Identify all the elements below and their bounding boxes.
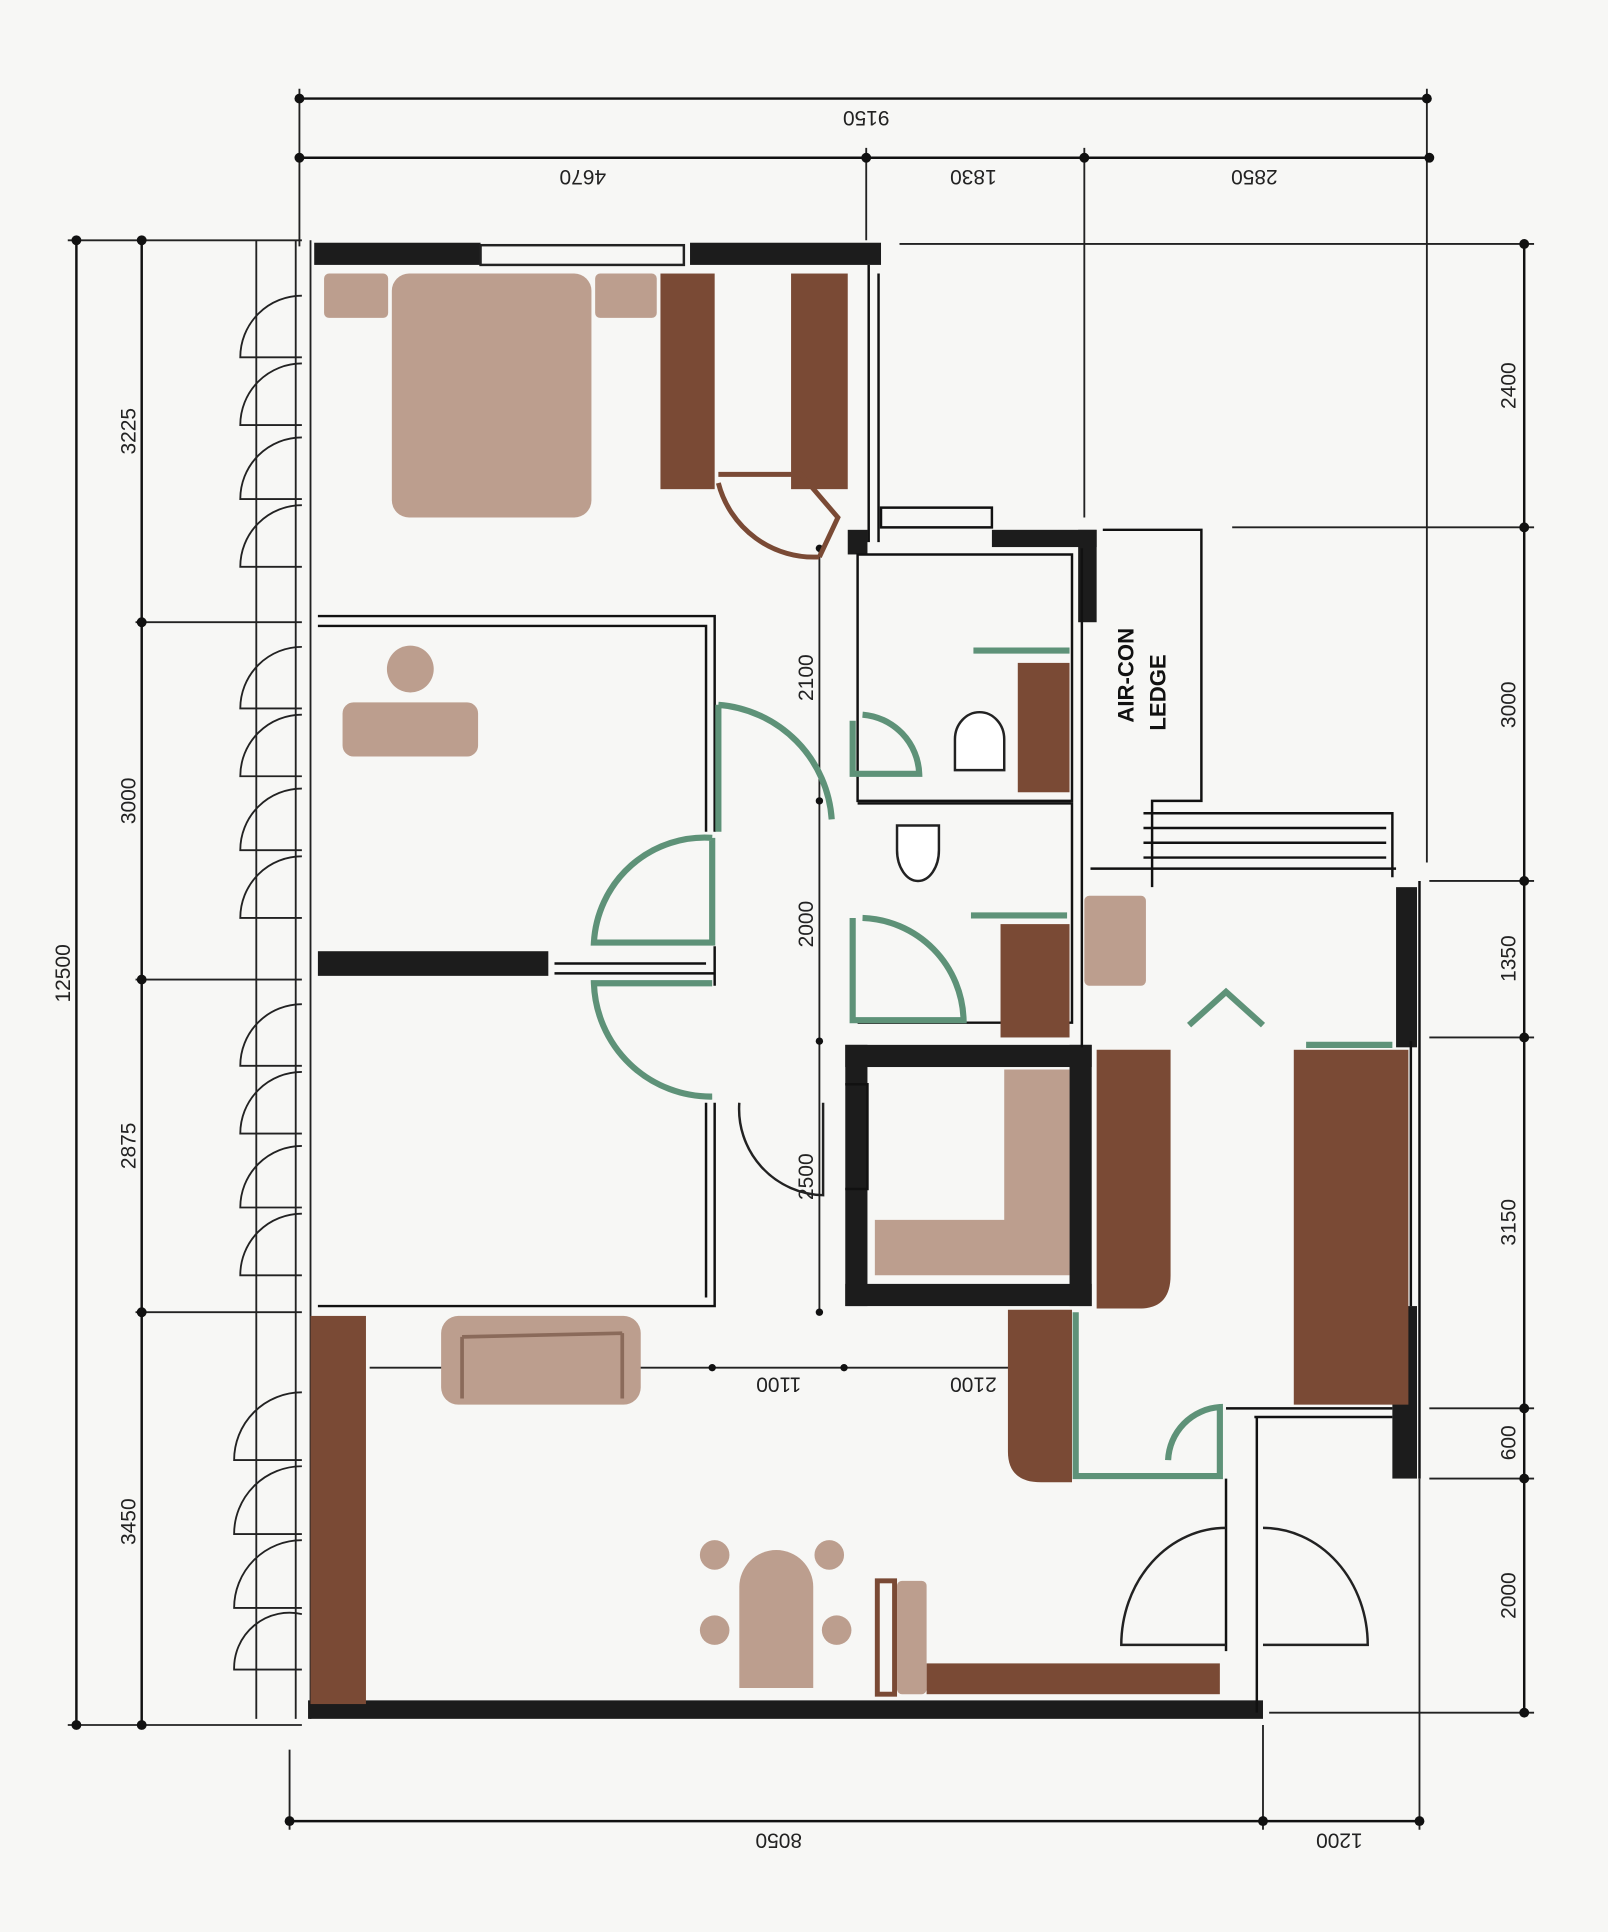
dim-bottom-2: 1200 <box>1316 1828 1363 1851</box>
dim-right-1: 2400 <box>1498 362 1521 409</box>
side-unit <box>897 1580 927 1695</box>
dining-chair <box>699 1615 730 1645</box>
pillow-left <box>324 273 389 318</box>
service-yard-counter <box>874 1069 1070 1276</box>
dining-chair <box>821 1615 852 1645</box>
desk-chair <box>386 645 434 693</box>
dim-left-4: 3450 <box>118 1498 141 1545</box>
dim-right-6: 2000 <box>1498 1572 1521 1619</box>
wardrobe-door <box>715 471 841 560</box>
bath-vanity-1 <box>1017 662 1070 793</box>
aircon-ledge-line1: AIR-CON <box>1114 628 1139 723</box>
bath-vanity-2 <box>1000 924 1070 1038</box>
sofa-outline <box>460 1331 625 1399</box>
bath2-door <box>849 914 967 1024</box>
loose-furniture <box>324 273 1146 1695</box>
dim-inner-v-1: 2100 <box>795 654 818 701</box>
shelf <box>874 1578 898 1697</box>
aircon-ledge-label: AIR-CON LEDGE <box>1114 628 1171 731</box>
dim-left-3: 2875 <box>118 1123 141 1170</box>
entrance-door <box>737 1102 1369 1647</box>
dim-right-3: 1350 <box>1498 935 1521 982</box>
wardrobe-left <box>660 273 715 490</box>
partitions <box>317 264 1421 1713</box>
dining-chair <box>699 1540 730 1570</box>
kitchen-counter-bottom <box>1007 1309 1072 1483</box>
dim-top-1: 4670 <box>560 165 607 188</box>
bed <box>391 273 592 518</box>
dining-chair <box>814 1540 845 1570</box>
pillow-right <box>595 273 657 318</box>
dim-top-overall: 9150 <box>843 106 890 129</box>
bedroom2-door <box>715 701 835 832</box>
kitchen-door <box>1072 1312 1223 1480</box>
kitchen-counter-right <box>1293 1049 1409 1405</box>
built-in-furniture <box>310 273 1409 1705</box>
kitchen-counter-left <box>1096 1049 1171 1309</box>
dim-right-2: 3000 <box>1498 681 1521 728</box>
dim-left-2: 3000 <box>118 778 141 825</box>
aircon-ledge-line2: LEDGE <box>1146 654 1171 730</box>
bath1-door <box>849 711 923 777</box>
dim-inner-h-1: 1100 <box>756 1373 801 1396</box>
tv-console <box>926 1663 1220 1695</box>
dim-left-overall: 12500 <box>52 944 75 1002</box>
washer <box>1084 895 1146 986</box>
dim-top-3: 2850 <box>1231 165 1278 188</box>
dim-right-4: 3150 <box>1498 1199 1521 1246</box>
dim-bottom-1: 8050 <box>755 1828 802 1851</box>
dining-table <box>739 1550 814 1689</box>
wardrobe-right <box>791 273 848 490</box>
dim-top-2: 1830 <box>950 165 997 188</box>
bedroom-doors <box>590 834 716 1100</box>
dimension-lines <box>67 88 1535 1830</box>
living-cabinet <box>310 1315 366 1705</box>
yard-door <box>1186 987 1393 1048</box>
dim-left-1: 3225 <box>118 408 141 455</box>
dim-inner-v-3: 2500 <box>795 1153 818 1200</box>
desk <box>342 702 479 757</box>
dim-inner-h-2: 2100 <box>950 1373 997 1396</box>
dimension-labels: 9150 4670 1830 2850 12500 3225 3000 2875… <box>52 106 1520 1852</box>
toilet <box>895 710 1006 883</box>
dim-inner-v-2: 2000 <box>795 901 818 948</box>
doors <box>590 647 1393 1480</box>
sofa <box>441 1315 641 1405</box>
dim-right-5: 600 <box>1498 1425 1521 1460</box>
